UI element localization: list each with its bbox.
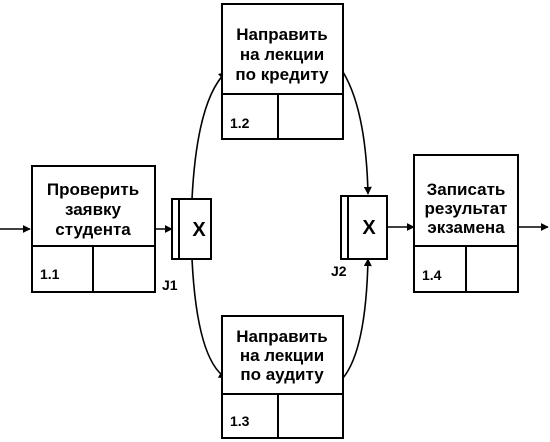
activity-label-line: заявку bbox=[65, 200, 122, 219]
activity-label-line: Проверить bbox=[47, 180, 139, 199]
arrow-1.3-to-j2 bbox=[342, 258, 372, 379]
activity-1-2: Направить на лекции по кредиту 1.2 bbox=[221, 3, 344, 140]
activity-label-line: Записать bbox=[427, 180, 506, 199]
arrow-j1-to-1.3 bbox=[191, 258, 227, 379]
activity-1-1: Проверить заявку студента 1.1 bbox=[31, 165, 156, 293]
activity-label-line: по аудиту bbox=[240, 365, 324, 384]
activity-1-3: Направить на лекции по аудиту 1.3 bbox=[221, 315, 344, 439]
junction-j2: X J2 bbox=[331, 195, 388, 279]
junction-label: J2 bbox=[331, 263, 347, 279]
activity-label-line: студента bbox=[55, 220, 131, 239]
activity-label-line: результат bbox=[425, 199, 508, 218]
activity-number: 1.3 bbox=[230, 413, 250, 429]
arrow-1.2-to-j2 bbox=[342, 71, 372, 195]
activity-label-line: по кредиту bbox=[235, 65, 329, 84]
activity-label-line: Направить bbox=[236, 327, 328, 346]
activity-number: 1.2 bbox=[230, 115, 250, 131]
activity-1-4: Записать результат экзамена 1.4 bbox=[413, 154, 519, 293]
activity-box bbox=[221, 315, 344, 439]
junction-j1: X J1 bbox=[162, 198, 212, 293]
activity-box bbox=[221, 3, 344, 140]
activity-number: 1.1 bbox=[40, 266, 60, 282]
junction-symbol: X bbox=[192, 219, 206, 241]
arrow-j1-to-1.2 bbox=[191, 71, 227, 200]
activity-label-line: на лекции bbox=[240, 346, 324, 365]
connectors bbox=[0, 71, 549, 379]
activity-label-line: на лекции bbox=[240, 45, 324, 64]
activity-label-line: экзамена bbox=[427, 218, 505, 237]
activity-number: 1.4 bbox=[422, 267, 442, 283]
junction-symbol: X bbox=[362, 217, 376, 239]
activity-label-line: Направить bbox=[236, 25, 328, 44]
junction-label: J1 bbox=[162, 277, 178, 293]
